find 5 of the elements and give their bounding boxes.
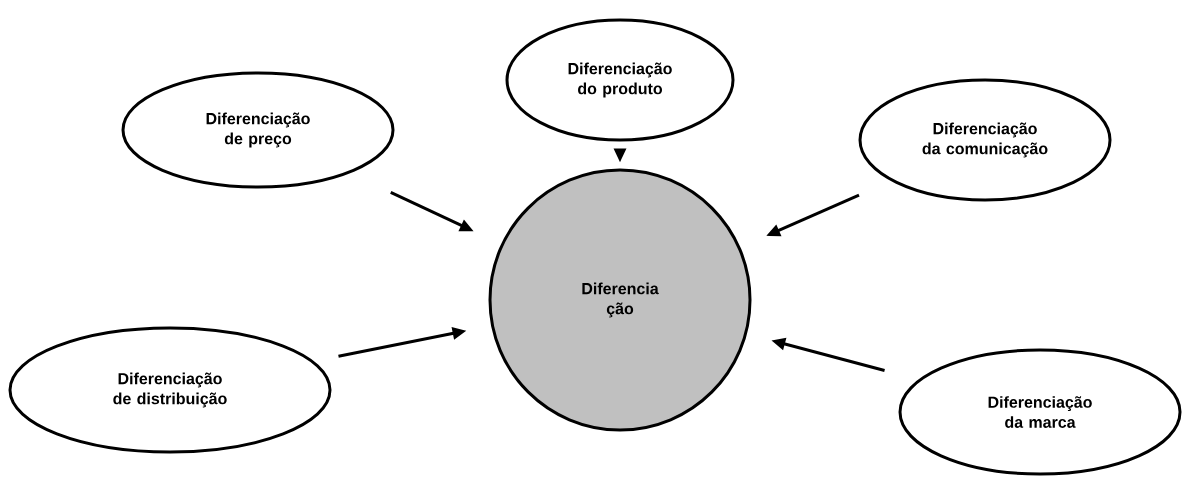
ellipse-node: Diferenciação da marca: [898, 348, 1182, 476]
ellipse-node: Diferenciação de preço: [121, 71, 395, 189]
ellipse-node: Diferenciação do produto: [505, 18, 735, 142]
ellipse-node: Diferenciação de distribuição: [8, 326, 332, 454]
ellipse-node: Diferenciação da comunicação: [858, 78, 1112, 202]
